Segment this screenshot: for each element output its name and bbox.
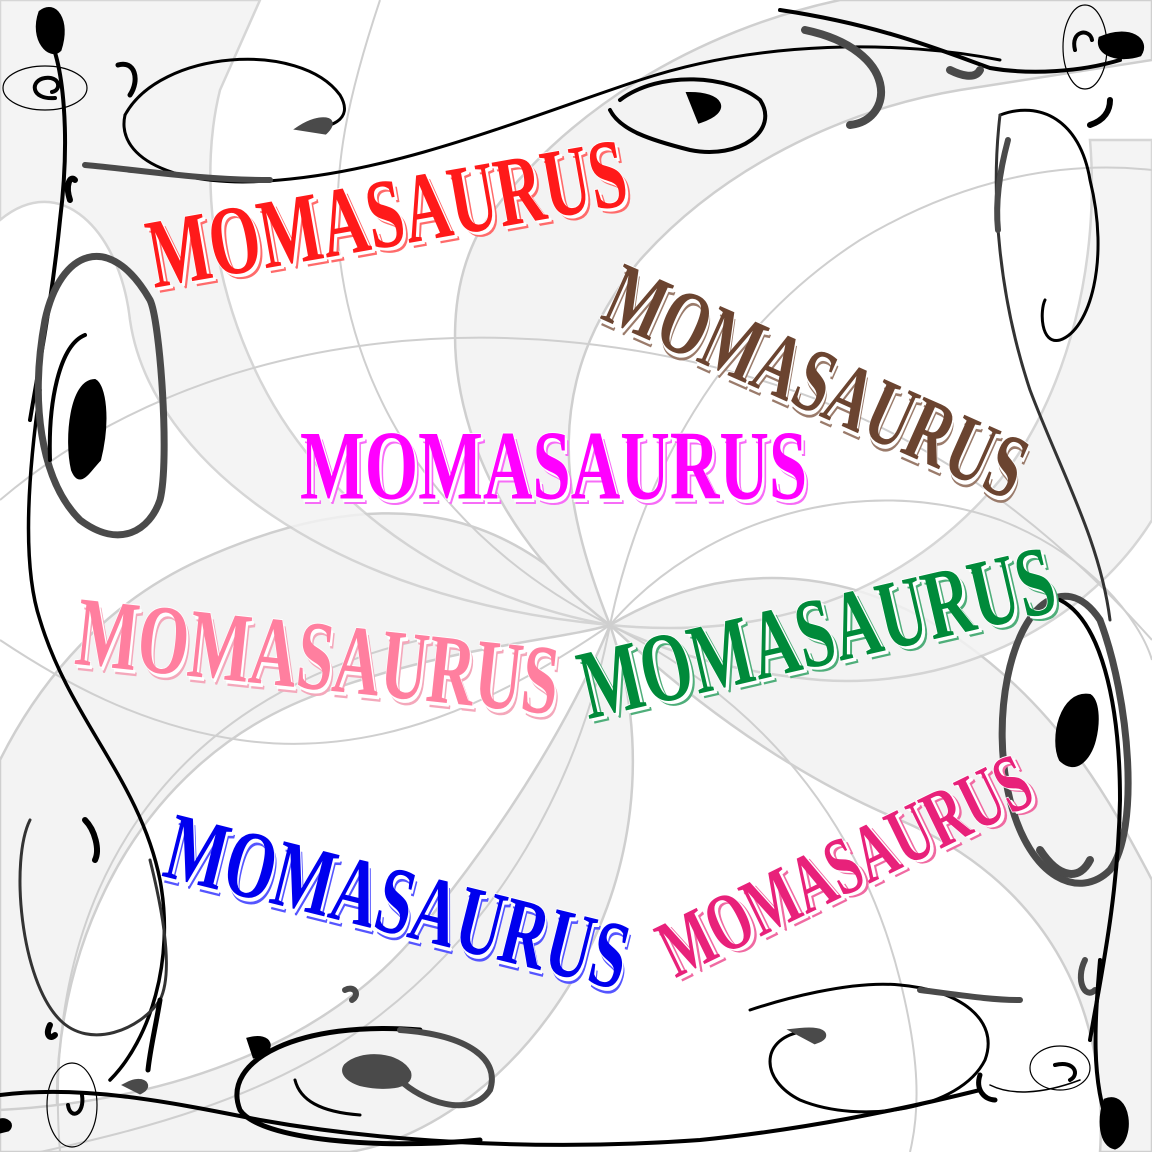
word-art-magenta: MOMASAURUS xyxy=(299,412,808,522)
ornament-top-right xyxy=(608,4,1144,622)
ornament-bottom-left xyxy=(0,817,982,1148)
ornament-right xyxy=(998,592,1132,1042)
ornament-bottom-right xyxy=(748,958,1129,1150)
ornament-frame xyxy=(0,4,1144,1150)
